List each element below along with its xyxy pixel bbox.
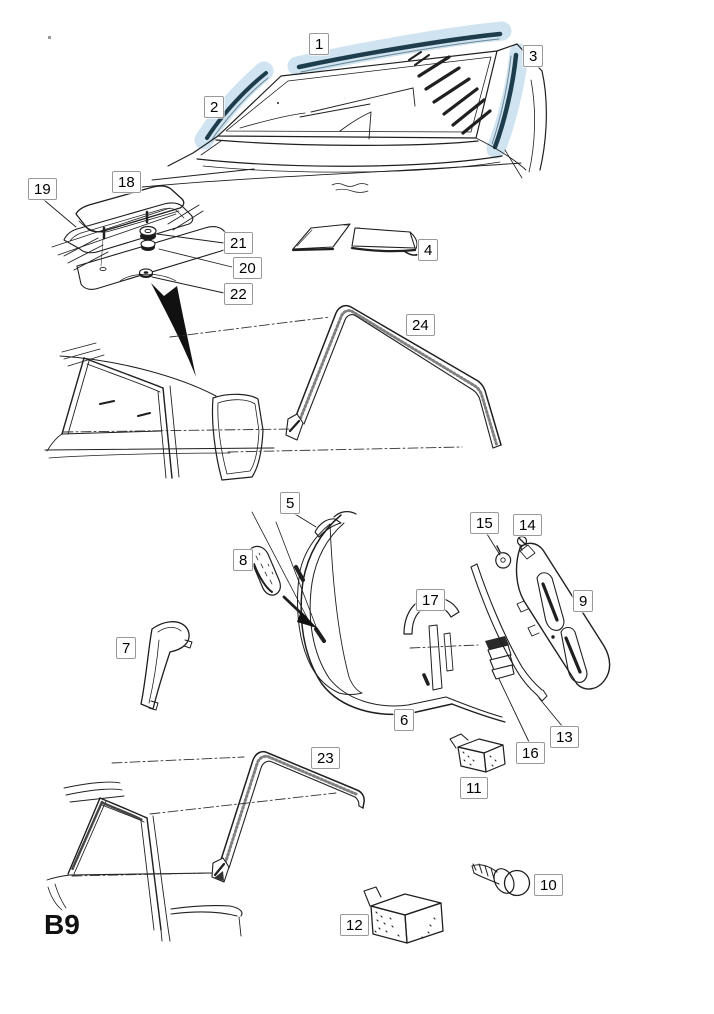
quarter-window-illustration xyxy=(140,511,611,773)
callout-13[interactable]: 13 xyxy=(550,726,579,748)
callout-17[interactable]: 17 xyxy=(416,589,445,611)
callout-4[interactable]: 4 xyxy=(418,239,439,261)
callout-8[interactable]: 8 xyxy=(233,549,254,571)
callout-6[interactable]: 6 xyxy=(394,709,415,731)
windshield-illustration xyxy=(141,21,547,193)
callout-7[interactable]: 7 xyxy=(116,637,137,659)
figure-code: B9 xyxy=(44,909,80,940)
page-mark xyxy=(48,36,51,39)
callout-18[interactable]: 18 xyxy=(112,171,141,193)
callout-20[interactable]: 20 xyxy=(233,257,262,279)
callout-5[interactable]: 5 xyxy=(280,492,301,514)
callout-3[interactable]: 3 xyxy=(523,45,544,67)
callout-9[interactable]: 9 xyxy=(573,590,594,612)
callout-24[interactable]: 24 xyxy=(406,314,435,336)
callout-23[interactable]: 23 xyxy=(311,747,340,769)
callout-2[interactable]: 2 xyxy=(204,96,225,118)
callout-15[interactable]: 15 xyxy=(470,512,499,534)
callout-10[interactable]: 10 xyxy=(534,874,563,896)
car-front-frame-illustration xyxy=(46,750,365,942)
part10-illustration xyxy=(471,863,531,897)
callout-14[interactable]: 14 xyxy=(513,514,542,536)
callout-11[interactable]: 11 xyxy=(460,777,488,799)
callout-19[interactable]: 19 xyxy=(28,178,57,200)
callout-1[interactable]: 1 xyxy=(309,33,330,55)
pointer-arrow xyxy=(151,283,196,377)
callout-21[interactable]: 21 xyxy=(224,232,253,254)
part4-illustration xyxy=(291,223,423,256)
car-rear-frame-illustration xyxy=(44,304,502,481)
callout-22[interactable]: 22 xyxy=(224,283,253,305)
callout-12[interactable]: 12 xyxy=(340,914,369,936)
callout-16[interactable]: 16 xyxy=(516,742,545,764)
part12-illustration xyxy=(363,886,444,944)
roof-vent-illustration xyxy=(43,185,233,377)
